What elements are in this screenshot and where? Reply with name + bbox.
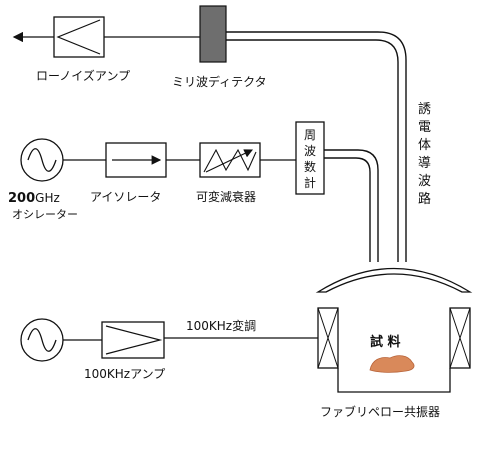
mm-wave-detector — [199, 5, 227, 63]
isolator-label: アイソレータ — [90, 190, 161, 204]
detector-label: ミリ波ディテクタ — [172, 74, 267, 89]
resonator-label: ファブリペロー共振器 — [320, 404, 440, 419]
cavity-dome-mirror — [315, 267, 473, 293]
sample — [369, 355, 415, 373]
lna-label: ローノイズアンプ — [36, 68, 130, 83]
svg-text:波: 波 — [304, 144, 316, 158]
freq-meter-waveguide — [324, 149, 379, 262]
svg-text:路: 路 — [418, 191, 431, 207]
amplifier-100khz — [101, 321, 165, 359]
attenuator-label: 可変減衰器 — [196, 189, 256, 204]
svg-text:波: 波 — [418, 174, 431, 189]
fabry-perot-resonator — [317, 307, 471, 393]
low-noise-amplifier — [53, 16, 105, 58]
svg-text:導: 導 — [418, 156, 431, 171]
oscillator-label: オシレーター — [12, 208, 78, 221]
sample-label: 試 料 — [370, 334, 401, 350]
svg-text:計: 計 — [304, 175, 316, 190]
modulation-label: 100KHz変調 — [186, 318, 256, 333]
svg-text:誘: 誘 — [418, 102, 431, 117]
svg-text:電: 電 — [418, 120, 431, 135]
oscillator-200ghz-symbol — [20, 138, 64, 182]
osc-frequency-label: 200GHz — [8, 191, 60, 206]
svg-text:周: 周 — [304, 128, 316, 142]
waveguide-label: 誘 電 体 導 波 路 — [418, 102, 431, 207]
svg-text:体: 体 — [418, 138, 431, 153]
variable-attenuator — [199, 142, 261, 178]
frequency-meter: 周 波 数 計 — [295, 121, 325, 195]
amp-100khz-label: 100KHzアンプ — [84, 367, 165, 381]
dielectric-waveguide — [226, 31, 407, 262]
svg-text:数: 数 — [304, 159, 316, 174]
resonator-base-line — [337, 368, 451, 393]
isolator — [105, 142, 167, 178]
modulation-oscillator-symbol — [20, 318, 64, 362]
